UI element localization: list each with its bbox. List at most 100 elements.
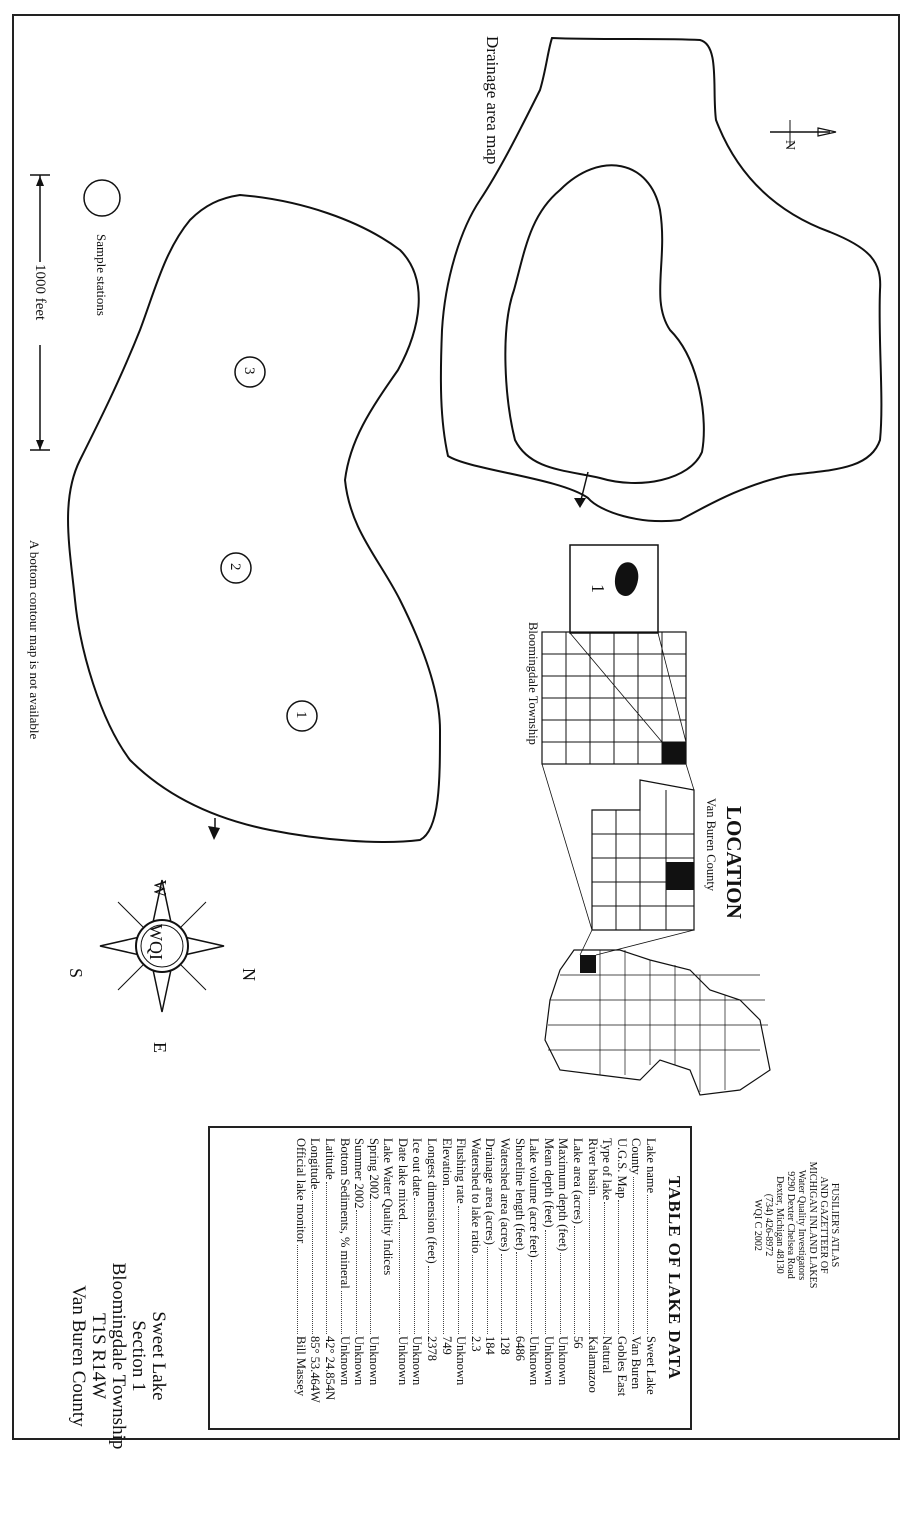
table-row-label: Shoreline length (feet) (512, 1138, 527, 1251)
township-label: Bloomingdale Township (526, 622, 540, 745)
table-row-value: Kalamazoo (585, 1336, 600, 1393)
table-row-value: 42° 24.854N (322, 1336, 337, 1401)
table-row-value: Unknown (395, 1336, 410, 1386)
table-title: TABLE OF LAKE DATA (665, 1176, 684, 1380)
table-row-leader (370, 1201, 381, 1334)
table-row-leader (428, 1265, 440, 1334)
table-row-value: 85° 53.464W (308, 1336, 323, 1403)
section-number: 1 (588, 584, 608, 593)
credit-line-7: (734) 426-8972 (763, 1193, 774, 1257)
table-row-value: Unknown (527, 1336, 542, 1386)
caption-range: T1S R14W (88, 1312, 109, 1400)
table-row-label: Elevation (439, 1138, 454, 1186)
section-box (569, 544, 659, 634)
table-row-label: Summer 2002 (352, 1138, 367, 1209)
table-row-label: River basin (585, 1138, 600, 1196)
north-arrow: N (770, 120, 837, 150)
table-row-value: Gobles East (614, 1336, 629, 1397)
table-row-label: Longest dimension (feet) (425, 1138, 440, 1264)
table-row-leader (399, 1221, 410, 1334)
north-arrow-label: N (782, 140, 797, 150)
table-row-leader (413, 1198, 425, 1334)
drainage-map-title: Drainage area map (483, 36, 502, 165)
table-row-label: Date lake mixed (395, 1138, 410, 1220)
table-row-value: 2.3 (468, 1336, 483, 1352)
table-row-value: Unknown (366, 1336, 381, 1386)
table-row-leader (501, 1253, 513, 1334)
scale-bar (30, 174, 50, 451)
sample-station-3-label: 3 (241, 367, 257, 375)
credit-line-4: Water Quality Investigators (796, 1169, 807, 1281)
table-row-label: Type of lake (600, 1138, 615, 1201)
table-row-leader (297, 1245, 308, 1334)
table-row: Lake volume (acre feet)Unknown (527, 1138, 542, 1418)
table-row-value: Unknown (337, 1336, 352, 1386)
table-row-value: Unknown (410, 1336, 425, 1386)
sample-station-3 (234, 356, 266, 388)
table-row-value: 2378 (425, 1336, 440, 1361)
compass-center-label: WQI (146, 924, 166, 960)
table-row-leader (443, 1187, 454, 1334)
table-row-leader (457, 1205, 469, 1334)
table-row-label: Watershed to lake ratio (468, 1138, 483, 1254)
sample-station-2 (220, 552, 252, 584)
table-row-leader (530, 1259, 542, 1334)
drainage-area-boundary (439, 36, 883, 523)
sample-station-1-label: 1 (293, 711, 309, 719)
table-row-leader (385, 1277, 396, 1334)
table-row-value: Natural (600, 1336, 615, 1374)
location-inset: 1 (541, 544, 771, 1096)
table-row-label: Longitude (308, 1138, 323, 1190)
table-row-leader (340, 1290, 352, 1334)
table-row-label: Lake name (644, 1138, 658, 1194)
section-lake-shape (614, 562, 639, 597)
lake-caption: Sweet Lake Section 1 Bloomingdale Townsh… (68, 1186, 169, 1526)
caption-lake-name: Sweet Lake (148, 1311, 169, 1401)
table-row: Lake Water Quality Indices (381, 1138, 396, 1418)
location-title: LOCATION (722, 806, 746, 919)
table-row-value: Unknown (541, 1336, 556, 1386)
credit-line-1: FUSILIER'S ATLAS (829, 1182, 840, 1268)
table-row: Watershed to lake ratio 2.3 (468, 1138, 483, 1418)
table-row-label: Flushing rate (454, 1138, 469, 1204)
credit-line-6: Dexter, Michigan 48130 (774, 1176, 785, 1274)
table-row-leader (311, 1191, 323, 1334)
table-row: Longitude 85° 53.464W (308, 1138, 323, 1418)
table-row-label: Drainage area (acres) (483, 1138, 498, 1245)
scale-label: 1000 feet (32, 264, 48, 321)
table-row-value: Sweet Lake (644, 1336, 658, 1395)
compass-n-label: N (239, 968, 259, 981)
compass-e-label: E (150, 1042, 170, 1053)
table-row-label: Latitude (322, 1138, 337, 1180)
sweet-lake-outline (67, 193, 442, 843)
lake-map-canvas: N 3 2 1 1 (30, 36, 883, 1096)
table-row-value: 128 (498, 1336, 513, 1355)
table-row-leader (589, 1197, 600, 1334)
compass-s-label: S (66, 968, 86, 978)
publisher-credit: FUSILIER'S ATLAS AND GAZETTEER OF MICHIG… (752, 1130, 840, 1320)
table-row-label: Ice out date (410, 1138, 425, 1197)
table-row-leader (647, 1195, 658, 1334)
table-row: Lake area (acres)56 (570, 1138, 586, 1418)
credit-line-8: WQI C 2002 (752, 1199, 763, 1251)
table-row-value: 6486 (512, 1336, 527, 1361)
table-row-leader (355, 1210, 367, 1334)
table-row-label: Maximum depth (feet) (556, 1138, 571, 1252)
table-row-value: Unknown (454, 1336, 469, 1386)
table-row-label: Spring 2002 (366, 1138, 381, 1200)
table-row-label: Watershed area (acres) (498, 1138, 513, 1252)
caption-township: Bloomingdale Township (108, 1262, 129, 1450)
table-row-label: Mean depth (feet) (541, 1138, 556, 1228)
credit-line-2: AND GAZETTEER OF (818, 1176, 829, 1274)
table-row-leader (326, 1181, 337, 1334)
